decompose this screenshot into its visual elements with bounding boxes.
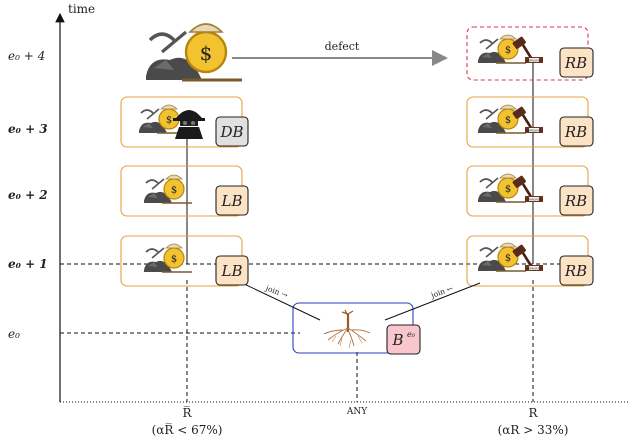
x-tick-any: ANY xyxy=(346,407,368,417)
defecting-miner-icon xyxy=(144,22,244,82)
svg-text:RB: RB xyxy=(564,54,587,72)
tree-roots-icon xyxy=(323,309,371,349)
svg-text:LB: LB xyxy=(221,192,243,210)
left-badge-e0-plus-2: LB xyxy=(215,185,249,216)
svg-text:e₀: e₀ xyxy=(407,330,416,339)
coin-miner-icon xyxy=(143,243,193,273)
right-badge-e0-plus-2: RB xyxy=(559,185,594,216)
svg-text:B: B xyxy=(391,331,403,349)
y-tick-e0: e₀ xyxy=(8,327,20,341)
right-badge-e0-plus-4: RB xyxy=(559,47,594,78)
x-tick-left: R̅ xyxy=(182,405,192,420)
y-tick-e0-plus-3: e₀ + 3 xyxy=(8,122,48,136)
join-left-label: join → xyxy=(264,283,289,300)
svg-text:DB: DB xyxy=(219,123,243,141)
genesis-badge: B e₀ xyxy=(386,324,421,355)
x-tick-right: R xyxy=(528,406,538,420)
svg-text:RB: RB xyxy=(564,262,587,280)
svg-text:LB: LB xyxy=(221,262,243,280)
y-tick-e0-plus-4: e₀ + 4 xyxy=(8,49,45,63)
y-tick-e0-plus-2: e₀ + 2 xyxy=(8,188,48,202)
join-line-left xyxy=(239,281,321,321)
join-line-right xyxy=(384,282,481,321)
left-badge-e0-plus-1: LB xyxy=(215,255,249,286)
coin-miner-icon xyxy=(143,174,193,204)
left-badge-e0-plus-3: DB xyxy=(215,116,249,147)
y-tick-labels: e₀ e₀ + 1 e₀ + 2 e₀ + 3 e₀ + 4 xyxy=(8,49,48,341)
right-badge-e0-plus-3: RB xyxy=(559,116,594,147)
svg-text:RB: RB xyxy=(564,192,587,210)
y-axis-title: time xyxy=(68,2,95,16)
y-tick-e0-plus-1: e₀ + 1 xyxy=(8,257,48,271)
defect-label: defect xyxy=(325,40,360,53)
svg-text:RB: RB xyxy=(564,123,587,141)
x-tick-left-sub: (αR̅ < 67%) xyxy=(152,422,223,437)
x-tick-right-sub: (αR > 33%) xyxy=(498,423,569,437)
right-badge-e0-plus-1: RB xyxy=(559,255,594,286)
